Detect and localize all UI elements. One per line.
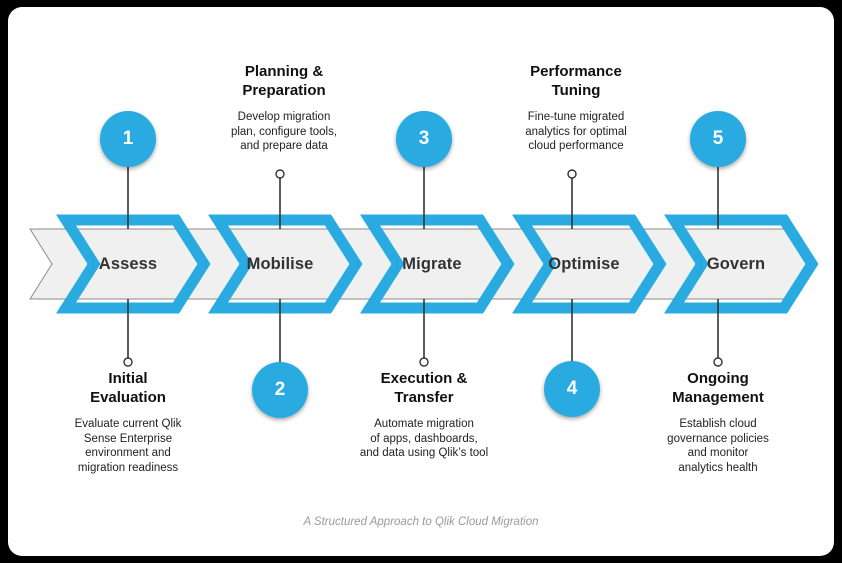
stage-label-migrate[interactable]: Migrate bbox=[402, 255, 462, 273]
stage-label-assess[interactable]: Assess bbox=[98, 255, 158, 273]
connector-endpoint-5 bbox=[713, 357, 723, 367]
text-block-step-5: Ongoing Management Establish cloud gover… bbox=[628, 369, 808, 475]
text-block-step-2: Planning & Preparation Develop migration… bbox=[194, 62, 374, 154]
text-block-title-2: Planning & Preparation bbox=[242, 63, 326, 99]
step-circle-1[interactable]: 1 bbox=[100, 111, 156, 167]
text-block-step-1: Initial Evaluation Evaluate current Qlik… bbox=[38, 369, 218, 475]
step-circle-5[interactable]: 5 bbox=[690, 111, 746, 167]
stage-label-optimise[interactable]: Optimise bbox=[548, 255, 620, 273]
diagram-caption: A Structured Approach to Qlik Cloud Migr… bbox=[303, 516, 539, 528]
text-block-title-4: Performance Tuning bbox=[530, 63, 622, 99]
text-block-desc-1: Evaluate current Qlik Sense Enterprise e… bbox=[74, 418, 182, 474]
step-circle-4[interactable]: 4 bbox=[544, 361, 600, 417]
stage-label-govern[interactable]: Govern bbox=[706, 255, 766, 273]
text-block-desc-4: Fine-tune migrated analytics for optimal… bbox=[525, 111, 627, 153]
text-block-title-1: Initial Evaluation bbox=[90, 370, 166, 406]
text-block-title-5: Ongoing Management bbox=[672, 370, 764, 406]
connector-endpoint-2 bbox=[275, 169, 285, 179]
step-circle-3[interactable]: 3 bbox=[396, 111, 452, 167]
text-block-title-3: Execution & Transfer bbox=[380, 370, 468, 406]
text-block-step-3: Execution & Transfer Automate migration … bbox=[334, 369, 514, 461]
text-block-desc-2: Develop migration plan, configure tools,… bbox=[230, 111, 338, 153]
step-circle-2[interactable]: 2 bbox=[252, 362, 308, 418]
connector-endpoint-3 bbox=[419, 357, 429, 367]
text-block-step-4: Performance Tuning Fine-tune migrated an… bbox=[486, 62, 666, 154]
connector-endpoint-1 bbox=[123, 357, 133, 367]
connector-endpoint-4 bbox=[567, 169, 577, 179]
text-block-desc-5: Establish cloud governance policies and … bbox=[667, 418, 769, 474]
diagram-card: Assess Mobilise Migrate Optimise Govern … bbox=[8, 7, 834, 556]
text-block-desc-3: Automate migration of apps, dashboards, … bbox=[359, 418, 489, 460]
stage-label-mobilise[interactable]: Mobilise bbox=[246, 255, 314, 273]
